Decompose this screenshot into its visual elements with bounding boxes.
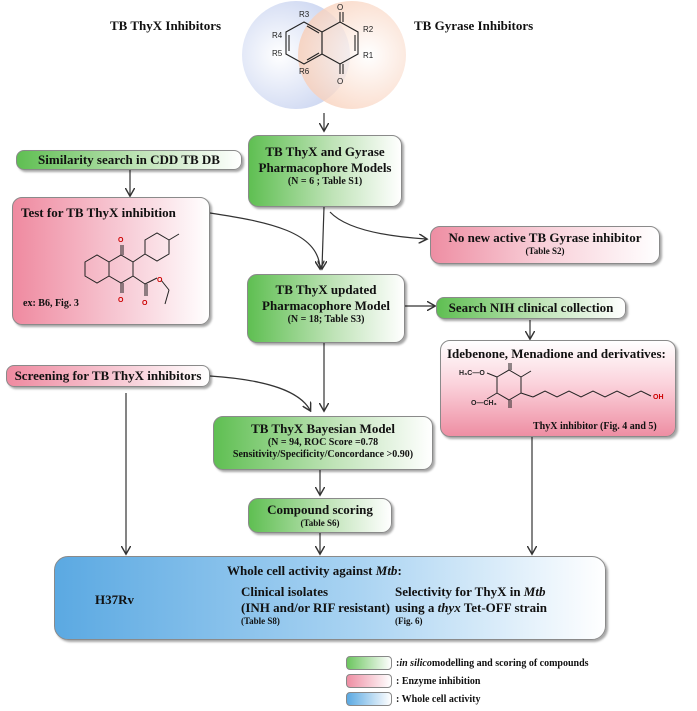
idebenone-caption: ThyX inhibitor (Fig. 4 and 5)	[533, 421, 657, 432]
pharmacophore-line2: Pharmacophore Models	[258, 160, 392, 175]
scoring-line2: (Table S6)	[300, 518, 340, 528]
updated-pharmacophore-box: TB ThyX updated Pharmacophore Model (N =…	[247, 274, 405, 343]
r6-label: R6	[299, 67, 310, 76]
test-thyx-title: Test for TB ThyX inhibition	[21, 205, 176, 220]
test-thyx-inhibition-box: Test for TB ThyX inhibition O O O O ex: …	[12, 197, 210, 325]
bayesian-model-box: TB ThyX Bayesian Model (N = 94, ROC Scor…	[213, 416, 433, 470]
no-gyrase-title: No new active TB Gyrase inhibitor	[448, 230, 642, 245]
whole-cell-title-italic: Mtb	[375, 563, 398, 578]
whole-cell-title-prefix: Whole cell activity against	[227, 563, 376, 578]
legend-enzyme-label: : Enzyme inhibition	[396, 675, 481, 687]
updated-line3: (N = 18; Table S3)	[287, 314, 365, 325]
pharmacophore-line1: TB ThyX and Gyrase	[265, 144, 385, 159]
bayesian-line3: Sensitivity/Specificity/Concordance >0.9…	[232, 449, 414, 460]
whole-cell-title: Whole cell activity against Mtb:	[227, 563, 402, 579]
legend-item-enzyme: : Enzyme inhibition	[346, 672, 686, 690]
svg-text:O: O	[142, 300, 148, 307]
legend-item-wholecell: : Whole cell activity	[346, 690, 686, 708]
clinical-isolates-block: Clinical isolates (INH and/or RIF resist…	[241, 584, 390, 627]
legend-insilico-italic: in silico	[399, 657, 432, 669]
svg-text:H₃C—O: H₃C—O	[459, 370, 485, 377]
svg-text:O: O	[157, 277, 163, 284]
r2-label: R2	[363, 25, 374, 34]
selectivity-line1-italic: Mtb	[523, 584, 546, 599]
similarity-search-label: Similarity search in CDD TB DB	[38, 152, 220, 167]
nih-search-box: Search NIH clinical collection	[436, 297, 626, 319]
top-right-label: TB Gyrase Inhibitors	[414, 18, 534, 33]
compound-b6-structure: O O O O	[84, 232, 180, 307]
top-left-label: TB ThyX Inhibitors	[110, 18, 222, 33]
oxygen-top-label: O	[337, 3, 343, 12]
nih-search-label: Search NIH clinical collection	[448, 300, 614, 315]
selectivity-ref: (Fig. 6)	[395, 616, 423, 626]
selectivity-line2-prefix: using a	[395, 600, 438, 615]
r4-label: R4	[272, 31, 283, 40]
selectivity-line2-suffix: Tet-OFF strain	[460, 600, 547, 615]
arrow-screening-to-bayesian	[209, 375, 310, 410]
selectivity-block: Selectivity for ThyX in Mtb using a thyx…	[395, 584, 547, 627]
selectivity-line1-prefix: Selectivity for ThyX in	[395, 584, 524, 599]
selectivity-line1: Selectivity for ThyX in Mtb	[395, 584, 547, 600]
legend-swatch-pink	[346, 674, 392, 688]
whole-cell-title-suffix: :	[397, 563, 402, 578]
updated-line2: Pharmacophore Model	[262, 298, 390, 313]
idebenone-title: Idebenone, Menadione and derivatives:	[447, 346, 666, 361]
arrow-pharm-to-updated	[322, 206, 324, 268]
legend-wholecell-label: : Whole cell activity	[396, 693, 481, 705]
arrow-pharm-to-nogyrase	[329, 211, 426, 239]
pharmacophore-models-box: TB ThyX and Gyrase Pharmacophore Models …	[248, 135, 402, 207]
clinical-ref: (Table S8)	[241, 616, 280, 626]
legend-swatch-blue	[346, 692, 392, 706]
h37rv-label: H37Rv	[95, 592, 134, 607]
svg-text:OH: OH	[653, 394, 664, 401]
venn-right-circle	[298, 1, 406, 109]
clinical-line2: (INH and/or RIF resistant)	[241, 600, 390, 615]
legend-item-insilico: : in silico modelling and scoring of com…	[346, 654, 686, 672]
screening-box: Screening for TB ThyX inhibitors	[6, 365, 210, 387]
selectivity-line2: using a thyx Tet-OFF strain	[395, 600, 547, 616]
legend-insilico-prefix: :	[396, 657, 400, 669]
selectivity-line2-italic: thyx	[437, 600, 461, 615]
svg-text:O: O	[118, 237, 124, 244]
screening-label: Screening for TB ThyX inhibitors	[14, 368, 202, 383]
bayesian-line1: TB ThyX Bayesian Model	[251, 421, 395, 436]
test-thyx-caption: ex: B6, Fig. 3	[23, 298, 79, 309]
similarity-search-box: Similarity search in CDD TB DB	[16, 150, 242, 170]
compound-scoring-box: Compound scoring (Table S6)	[248, 498, 392, 533]
svg-text:O—CH₃: O—CH₃	[471, 400, 497, 407]
legend-swatch-green	[346, 656, 392, 670]
legend: : in silico modelling and scoring of com…	[346, 654, 686, 708]
no-gyrase-sub: (Table S2)	[525, 246, 565, 256]
updated-line1: TB ThyX updated	[275, 282, 377, 297]
oxygen-bottom-label: O	[337, 77, 343, 86]
idebenone-box: Idebenone, Menadione and derivatives: H₃…	[440, 340, 676, 437]
r3-label: R3	[299, 10, 310, 19]
scoring-line1: Compound scoring	[267, 502, 373, 517]
idebenone-structure: H₃C—O O—CH₃ OH	[459, 363, 664, 408]
clinical-line1: Clinical isolates	[241, 584, 329, 599]
r5-label: R5	[272, 49, 283, 58]
whole-cell-activity-box: Whole cell activity against Mtb: H37Rv C…	[54, 556, 606, 640]
arrow-test-to-updated	[209, 212, 320, 268]
no-gyrase-inhibitor-box: No new active TB Gyrase inhibitor (Table…	[430, 226, 660, 264]
naphthoquinone-scaffold: O O R3 R4 R5 R6 R2 R1	[242, 1, 406, 109]
legend-insilico-suffix: modelling and scoring of compounds	[431, 657, 589, 669]
svg-text:O: O	[118, 297, 124, 304]
bayesian-line2: (N = 94, ROC Score =0.78	[267, 437, 379, 448]
r1-label: R1	[363, 51, 374, 60]
pharmacophore-line3: (N = 6 ; Table S1)	[287, 176, 363, 187]
